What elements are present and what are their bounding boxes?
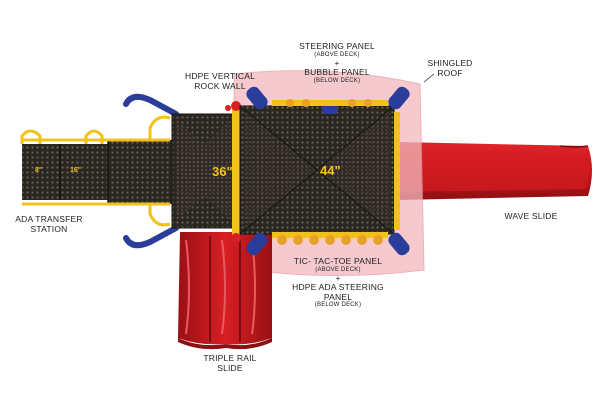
deck-44 — [239, 105, 395, 235]
triple-rail-line2: SLIDE — [217, 362, 243, 373]
tic-tac-toe-label: TIC- TAC-TOE PANEL (ABOVE DECK) + HDPE A… — [278, 256, 398, 309]
step-height-8: 8" — [35, 167, 43, 174]
triple-rail-label: TRIPLE RAIL SLIDE — [192, 353, 268, 374]
ada-steering-line2: PANEL — [323, 291, 353, 302]
deck-height-36: 36" — [212, 164, 233, 179]
corner-posts — [225, 86, 410, 256]
rock-wall — [231, 101, 241, 243]
wave-slide — [398, 142, 592, 200]
roof-leader — [423, 73, 435, 83]
ada-transfer-line1: ADA TRANSFER — [15, 214, 83, 224]
plus-sign: + — [334, 58, 340, 68]
triple-rail-line1: TRIPLE RAIL — [203, 353, 257, 363]
wave-slide-label: WAVE SLIDE — [496, 211, 566, 222]
ada-transfer-station — [20, 115, 172, 227]
rock-wall-line2: ROCK WALL — [194, 80, 246, 91]
ada-steering-line1: HDPE ADA STEERING — [292, 281, 384, 292]
ada-transfer-label: ADA TRANSFER STATION — [14, 214, 84, 235]
rock-wall-line1: HDPE VERTICAL — [185, 71, 255, 81]
ada-steering-note: (BELOW DECK) — [314, 302, 362, 309]
bubble-panel-note: (BELOW DECK) — [313, 77, 361, 84]
rock-wall-label: HDPE VERTICAL ROCK WALL — [170, 71, 270, 92]
tic-tac-toe-note: (ABOVE DECK) — [315, 266, 361, 273]
steering-wheel-icon — [322, 106, 338, 114]
shingled-roof-line2: ROOF — [437, 67, 463, 78]
top-panel-rail — [272, 99, 388, 107]
plus-sign-2: + — [335, 273, 341, 283]
right-rail — [394, 112, 400, 230]
ada-transfer-line2: STATION — [30, 223, 68, 234]
shingled-roof-line1: SHINGLED — [427, 58, 473, 68]
deck-height-44: 44" — [320, 163, 341, 178]
shingled-roof-label: SHINGLED ROOF — [420, 58, 480, 79]
bottom-panel-rail — [272, 232, 388, 245]
wave-slide-text: WAVE SLIDE — [504, 211, 558, 221]
deck-36 — [171, 113, 237, 229]
steering-panel-text: STEERING PANEL — [299, 41, 375, 51]
bubble-panel-text: BUBBLE PANEL — [304, 66, 370, 77]
steering-panel-note: (ABOVE DECK) — [314, 51, 360, 58]
steering-panel-label: STEERING PANEL (ABOVE DECK) + BUBBLE PAN… — [282, 41, 392, 85]
step-height-16: 16" — [70, 167, 82, 174]
blue-climbers — [123, 93, 179, 249]
tic-tac-toe-text: TIC- TAC-TOE PANEL — [293, 256, 383, 266]
